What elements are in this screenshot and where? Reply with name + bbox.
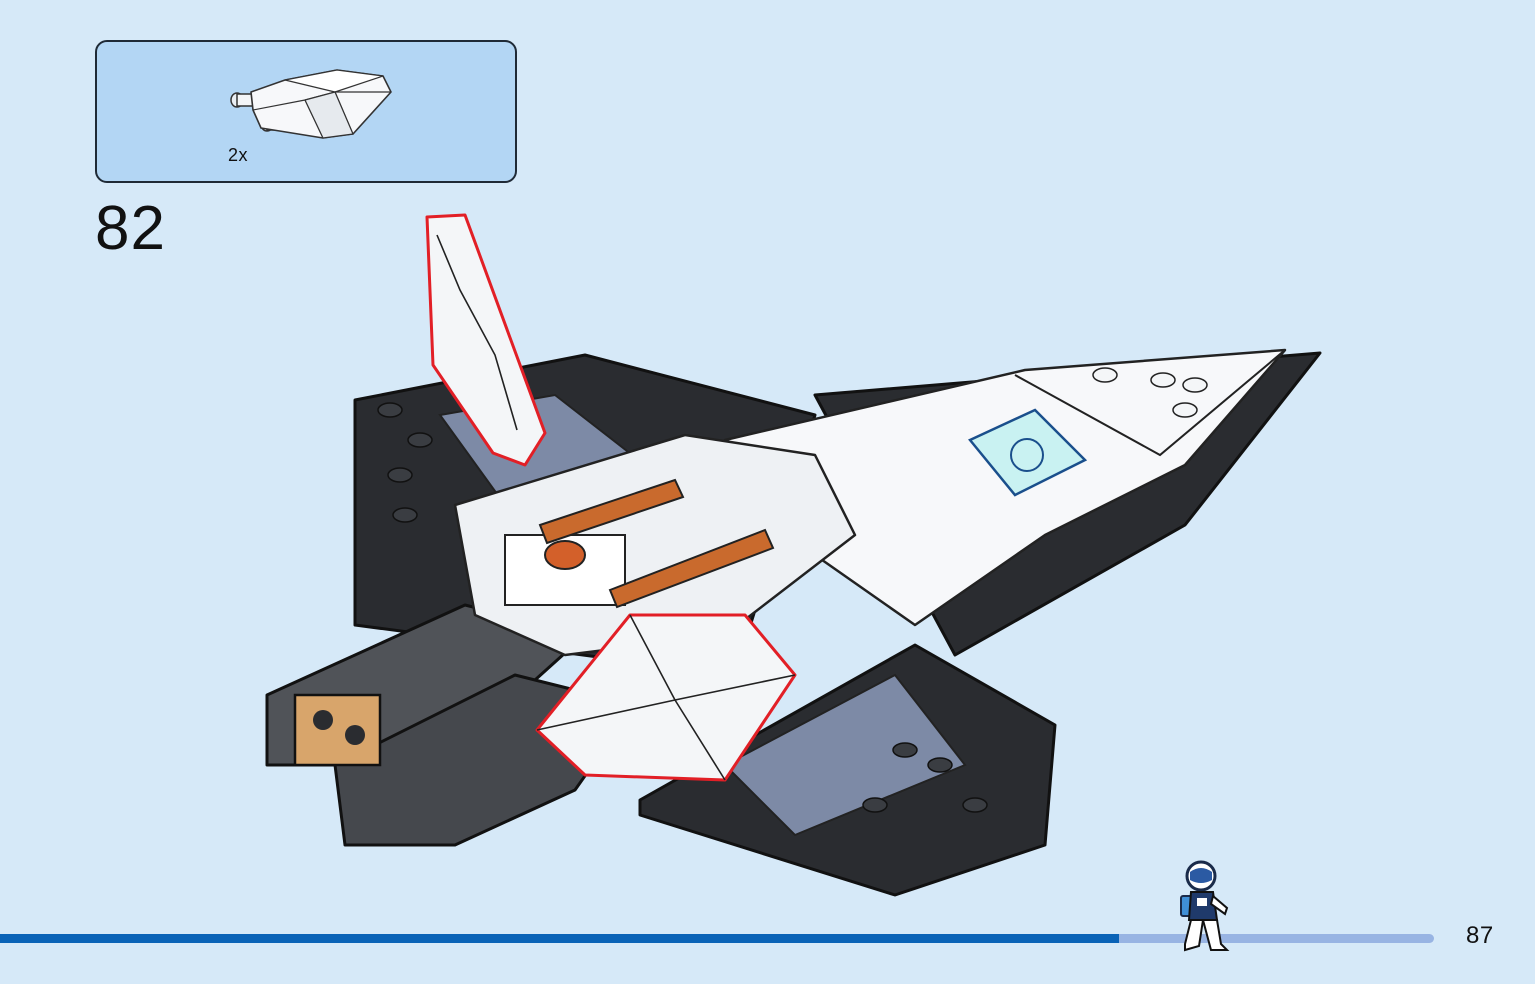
progress-fill (0, 934, 1119, 943)
page-number: 87 (1466, 922, 1494, 949)
white-wing-element-icon (230, 69, 392, 139)
part-quantity: 2x (228, 145, 249, 165)
spaceship-model-icon (265, 213, 1322, 897)
progress-bar (0, 934, 1434, 943)
step-number: 82 (95, 194, 166, 263)
parts-callout: 2x (95, 40, 517, 183)
astronaut-minifigure-icon (1180, 860, 1230, 952)
